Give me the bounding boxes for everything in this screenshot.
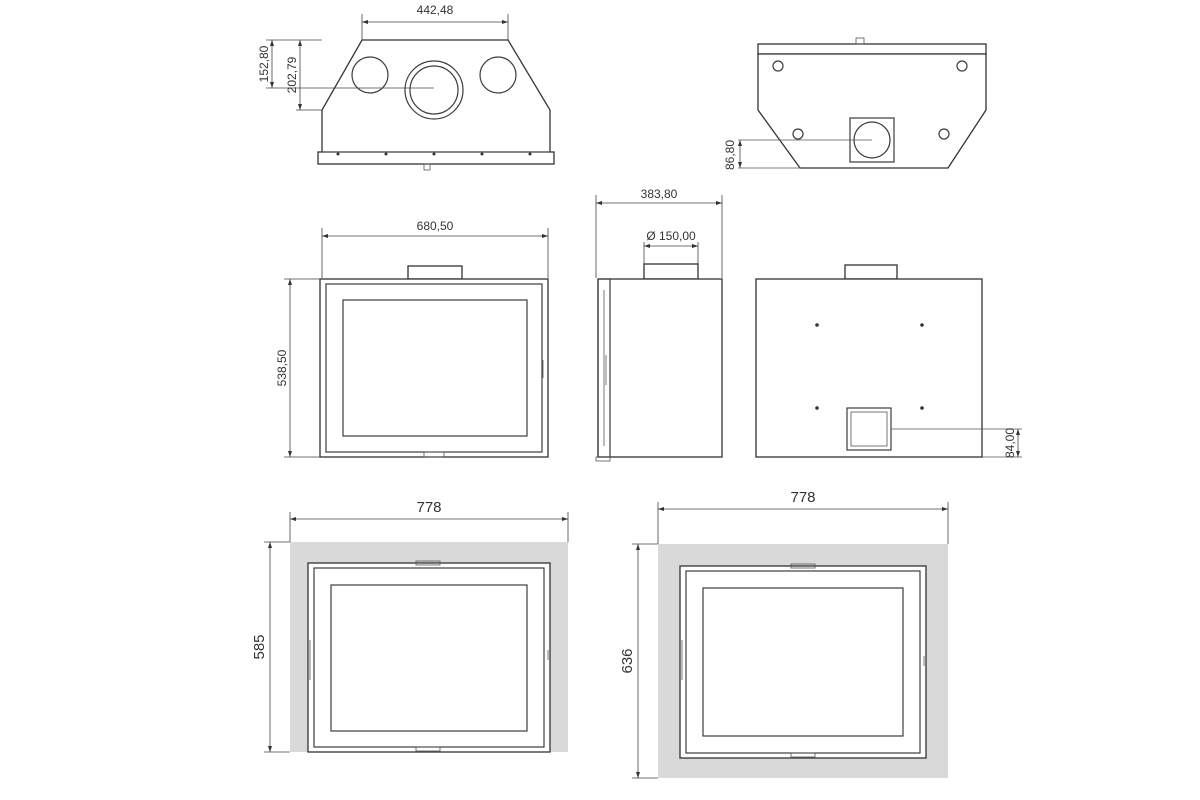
side-depth-label: 383,80 bbox=[641, 187, 678, 201]
top-view-width-label: 442,48 bbox=[417, 3, 454, 17]
side-view: 383,80 Ø 150,00 bbox=[595, 187, 723, 462]
frame-view-636: 778 636 bbox=[619, 489, 949, 779]
top-view: 442,48 152,80 202,79 bbox=[257, 3, 555, 171]
frame2-width-label: 778 bbox=[790, 489, 815, 506]
front-view: 680,50 538,50 bbox=[275, 219, 549, 458]
front-height-label: 538,50 bbox=[275, 349, 289, 386]
bottom-view-depth-label: 86,80 bbox=[723, 140, 737, 170]
rear-view: 84,00 bbox=[755, 264, 1022, 458]
rear-inlet-height-label: 84,00 bbox=[1003, 428, 1017, 458]
frame-view-585: 778 585 bbox=[251, 499, 569, 753]
frame2-height-label: 636 bbox=[619, 648, 636, 673]
flue-diameter-label: Ø 150,00 bbox=[646, 229, 696, 243]
top-view-depth-long-label: 202,79 bbox=[285, 56, 299, 93]
front-width-label: 680,50 bbox=[417, 219, 454, 233]
top-view-depth-short-label: 152,80 bbox=[257, 45, 271, 82]
frame1-width-label: 778 bbox=[416, 499, 441, 516]
bottom-view: 86,80 bbox=[723, 37, 987, 170]
frame1-height-label: 585 bbox=[251, 634, 268, 659]
